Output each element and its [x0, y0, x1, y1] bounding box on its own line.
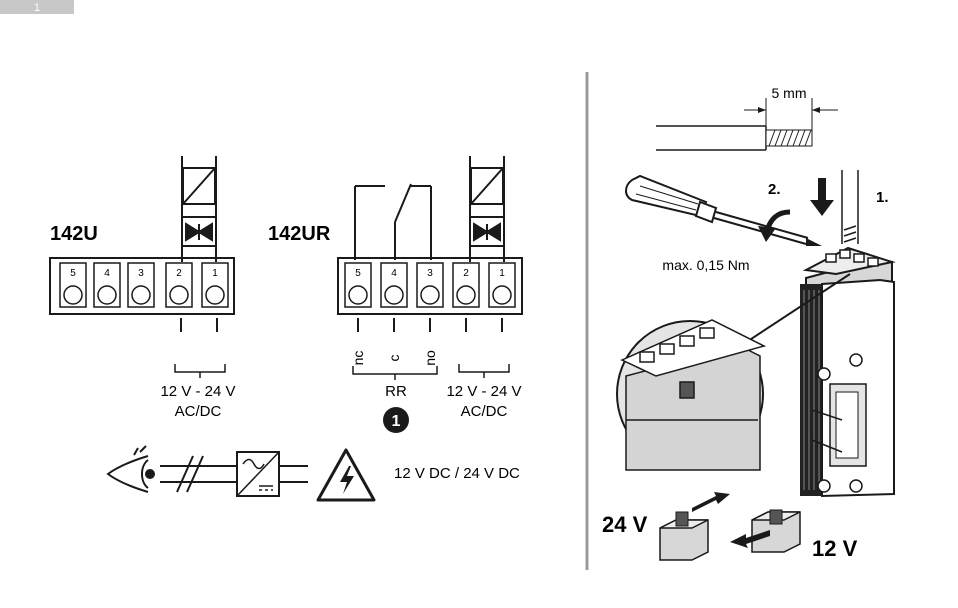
terminal-4: 4 — [380, 262, 408, 308]
eye-icon — [106, 445, 155, 493]
svg-text:3: 3 — [138, 268, 144, 279]
terminal-3: 3 — [416, 262, 444, 308]
terminal-block-142ur: 5 4 3 2 1 — [337, 257, 523, 315]
svg-text:4: 4 — [104, 268, 110, 279]
power-supply-note: 12 V DC / 24 V DC — [394, 465, 520, 482]
voltage-label-142u: 12 V - 24 V — [160, 383, 235, 400]
contact-label-nc: nc — [350, 351, 366, 366]
relay-contact-icon — [354, 183, 432, 260]
step-number: 1 — [34, 2, 40, 14]
svg-text:1: 1 — [499, 268, 505, 279]
high-voltage-warning-icon — [316, 448, 376, 502]
svg-text:2: 2 — [463, 268, 469, 279]
torque-label: max. 0,15 Nm — [662, 257, 749, 273]
svg-text:1: 1 — [212, 268, 218, 279]
terminal-5: 5 — [344, 262, 372, 308]
step-tab: 1 — [0, 0, 74, 14]
ac-dc-converter-icon — [236, 451, 280, 497]
svg-text:1: 1 — [392, 413, 401, 430]
switch-24v-icon — [659, 492, 730, 561]
zoom-detail-circle — [616, 319, 767, 471]
callout-badge: 1 — [383, 407, 409, 433]
supply-cable — [160, 455, 308, 493]
diagram-142ur: 142UR 5 — [268, 156, 523, 433]
switch-12v-label: 12 V — [812, 536, 858, 561]
step-1-label: 1. — [876, 189, 889, 206]
inserted-wire-icon — [841, 170, 859, 244]
contact-label-no: no — [422, 350, 438, 366]
contact-label-c: c — [386, 355, 402, 362]
svg-text:4: 4 — [391, 268, 397, 279]
switch-12v-icon — [730, 509, 801, 553]
rotate-arrowhead-icon — [758, 226, 776, 242]
relay-label: RR — [385, 383, 407, 400]
model-title-142u: 142U — [50, 223, 98, 245]
label-brackets — [352, 364, 510, 380]
insert-arrow-icon — [810, 178, 834, 216]
svg-text:5: 5 — [70, 268, 76, 279]
svg-text:5: 5 — [355, 268, 361, 279]
terminal-block-142u: 5 4 3 2 1 — [49, 257, 235, 315]
right-panel: 5 mm 2. max. 0,15 Nm 1. — [602, 85, 896, 561]
stripped-wire-icon — [656, 98, 838, 151]
door-opener-icon — [800, 246, 896, 498]
current-type-142ur: AC/DC — [461, 403, 508, 420]
svg-text:3: 3 — [427, 268, 433, 279]
switch-24v-label: 24 V — [602, 512, 648, 537]
wire-leads-142u — [174, 318, 226, 378]
screwdriver-icon — [625, 174, 822, 246]
power-supply-row: 12 V DC / 24 V DC — [106, 445, 520, 502]
strip-length-label: 5 mm — [772, 85, 807, 101]
terminal-1: 1 — [488, 262, 516, 308]
solenoid-coil-icon — [181, 156, 217, 262]
step-2-label: 2. — [768, 181, 781, 198]
svg-text:2: 2 — [176, 268, 182, 279]
terminal-4: 4 — [93, 262, 121, 308]
solenoid-coil-icon-2 — [469, 156, 505, 262]
terminal-5: 5 — [59, 262, 87, 308]
terminal-2: 2 — [452, 262, 480, 308]
voltage-label-142ur: 12 V - 24 V — [446, 383, 521, 400]
terminal-1: 1 — [201, 262, 229, 308]
terminal-2: 2 — [165, 262, 193, 308]
diagram-142u: 142U 5 4 — [49, 156, 236, 420]
current-type-142u: AC/DC — [175, 403, 222, 420]
terminal-3: 3 — [127, 262, 155, 308]
wire-leads-142ur — [357, 318, 503, 332]
model-title-142ur: 142UR — [268, 223, 331, 245]
